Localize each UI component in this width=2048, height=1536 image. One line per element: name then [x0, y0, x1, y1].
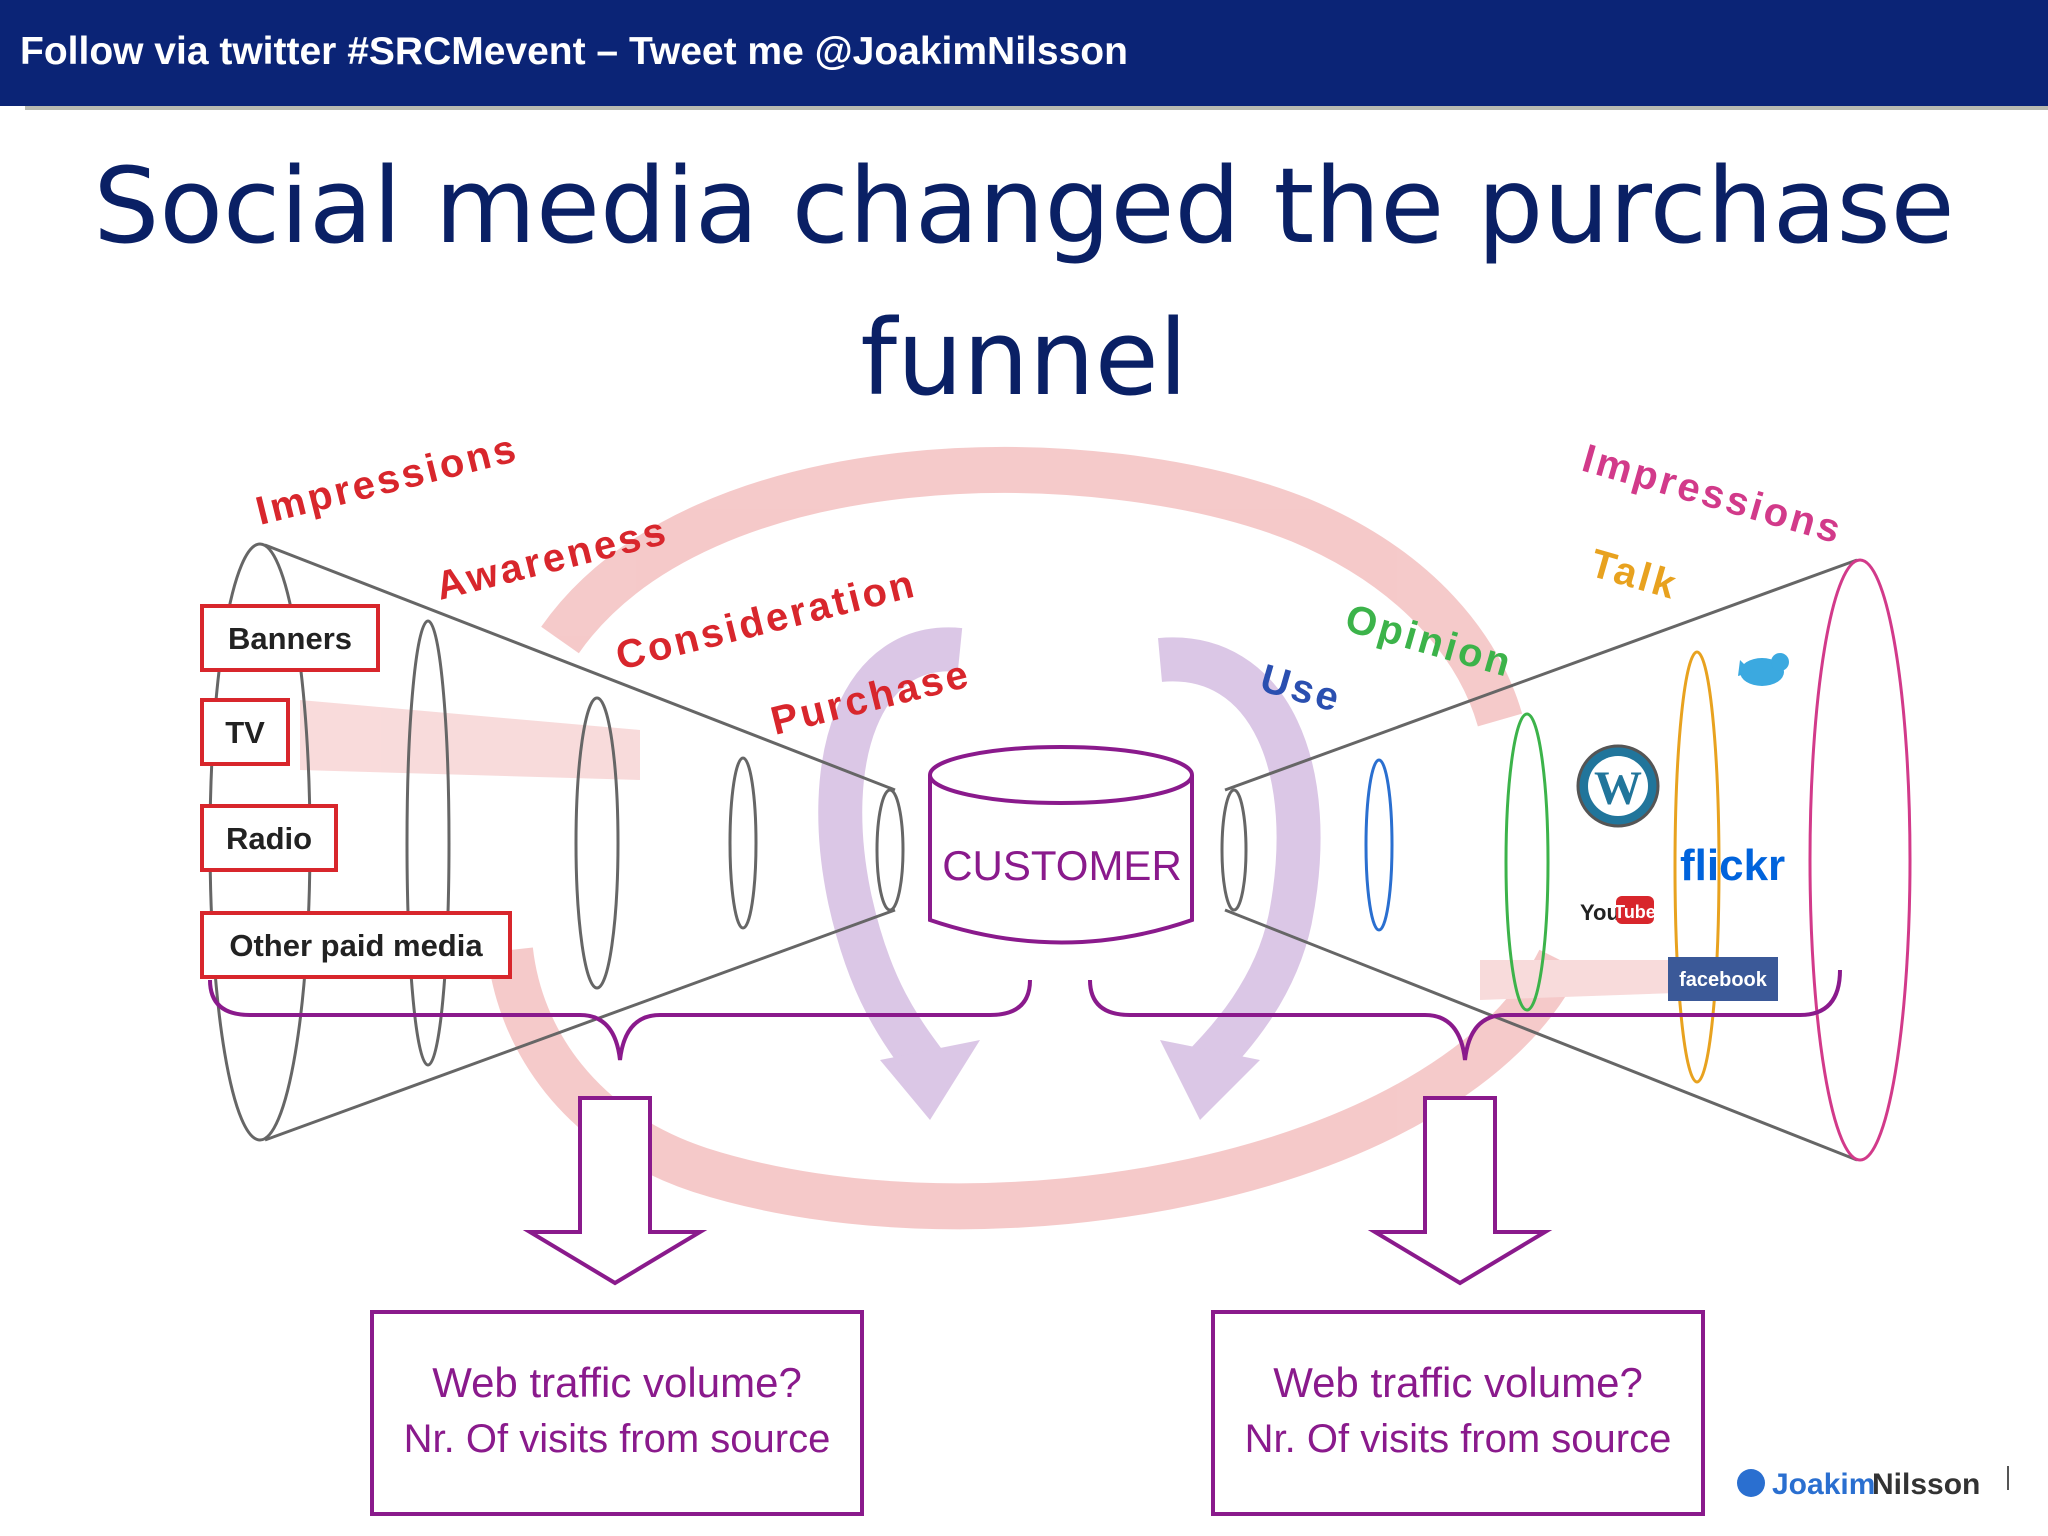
youtube-tube: Tube — [1614, 902, 1656, 922]
title-line-1: Social media changed the purchase — [93, 145, 1955, 267]
cycle-arc-top — [541, 447, 1523, 727]
brace-left — [208, 979, 1032, 1061]
left-funnel-top-edge — [264, 543, 896, 792]
right-ring-use — [1364, 758, 1394, 932]
slide-title: Social media changed the purchase funnel — [0, 130, 2048, 434]
source-box-radio — [200, 804, 338, 872]
left-ring-3 — [574, 696, 620, 990]
left-ring-2 — [405, 619, 451, 1067]
left-ring-5 — [875, 788, 905, 912]
wordpress-icon: W — [1576, 744, 1660, 828]
cylinder-top — [928, 745, 1194, 805]
facebook-logo: facebook — [1679, 969, 1768, 991]
stage-talk: Talk — [1586, 541, 1684, 608]
cycle-arc-bottom — [487, 947, 1581, 1230]
footer-logo-icon — [1737, 1469, 1765, 1497]
right-ring-talk — [1673, 650, 1721, 1084]
outcome-boxes: Web traffic volume? Nr. Of visits from s… — [370, 1310, 1705, 1516]
right-ring-1 — [1220, 788, 1248, 912]
outcome-subtitle-left: Nr. Of visits from source — [404, 1417, 831, 1461]
source-box-other — [200, 911, 512, 979]
source-boxes: Banners TV Radio Other paid media — [200, 604, 512, 979]
outcome-box-right — [1211, 1310, 1705, 1516]
source-label-banners: Banners — [228, 621, 352, 656]
right-ring-opinion — [1504, 712, 1550, 1012]
social-logos: W flickr You Tube facebook — [1576, 653, 1789, 1001]
header-text: Follow via twitter #SRCMevent – Tweet me… — [20, 30, 1128, 73]
source-box-tv — [200, 698, 290, 766]
right-ring-impressions — [1808, 558, 1912, 1162]
cycle-band-left — [300, 700, 640, 780]
stage-impressions-left: Impressions — [252, 426, 523, 534]
youtube-you: You — [1580, 900, 1620, 925]
footer-logo-first: Joakim — [1772, 1468, 1875, 1501]
title-line-2: funnel — [860, 297, 1188, 419]
source-label-radio: Radio — [226, 821, 312, 856]
left-funnel — [208, 542, 905, 1142]
cylinder-body — [928, 775, 1194, 945]
right-funnel-top-edge — [1224, 558, 1858, 792]
outcome-title-right: Web traffic volume? — [1273, 1359, 1643, 1406]
header-bar: Follow via twitter #SRCMevent – Tweet me… — [0, 0, 2048, 106]
right-funnel — [1220, 558, 1912, 1162]
purple-arrowhead-left — [880, 1040, 980, 1120]
down-arrows — [522, 1096, 1553, 1286]
svg-text:W: W — [1594, 762, 1642, 815]
purple-arrowhead-right — [1160, 1040, 1260, 1120]
down-arrow-right — [1367, 1096, 1553, 1286]
outcome-subtitle-right: Nr. Of visits from source — [1245, 1417, 1672, 1461]
stage-awareness: Awareness — [432, 509, 673, 609]
outcome-title-left: Web traffic volume? — [432, 1359, 802, 1406]
braces — [208, 969, 1842, 1061]
customer-label: CUSTOMER — [942, 842, 1182, 889]
youtube-tube-box — [1616, 896, 1654, 924]
youtube-logo: You Tube — [1580, 896, 1656, 925]
purple-curve-right — [1158, 637, 1321, 1086]
flickr-logo: flickr — [1680, 841, 1785, 890]
down-arrow-left — [522, 1096, 708, 1286]
purple-curve-left — [818, 627, 963, 1084]
footer-logo-last: Nilsson — [1872, 1468, 1980, 1501]
header-rule — [25, 106, 2048, 110]
right-funnel-bottom-edge — [1224, 908, 1858, 1162]
source-label-tv: TV — [225, 715, 265, 750]
twitter-icon — [1738, 653, 1789, 686]
outcome-box-left — [370, 1310, 864, 1516]
left-ring-4 — [728, 756, 758, 930]
brace-right — [1088, 969, 1842, 1061]
source-label-other: Other paid media — [229, 928, 483, 963]
stage-impressions-right: Impressions — [1578, 436, 1848, 552]
customer-cylinder: CUSTOMER — [928, 745, 1194, 945]
source-box-banners — [200, 604, 380, 672]
facebook-logo-box — [1668, 957, 1778, 1001]
left-funnel-bottom-edge — [264, 908, 896, 1142]
footer-logo: Joakim Nilsson — [1737, 1466, 2009, 1501]
